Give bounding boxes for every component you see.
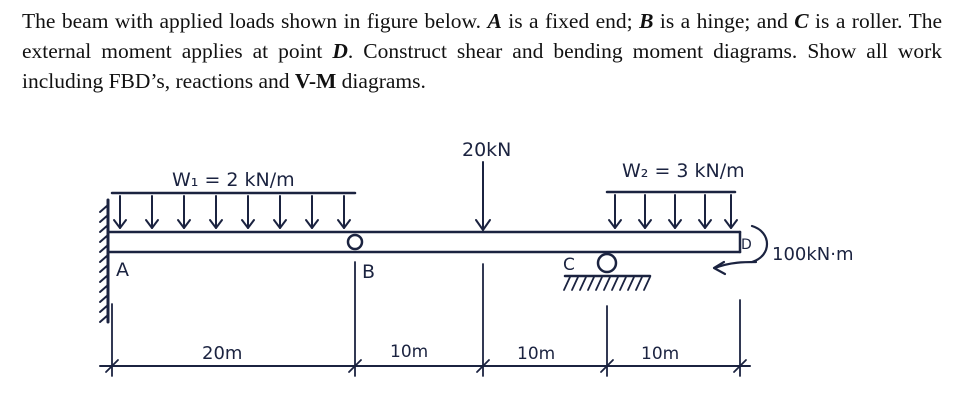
dim-b-load: 10m <box>390 342 428 362</box>
problem-text-6: diagrams. <box>336 69 426 93</box>
dim-ab: 20m <box>202 343 242 364</box>
problem-text-5: . Construct shear and bending moment dia… <box>22 39 943 93</box>
dimension-lines: 20m 10m 10m 10m <box>99 261 751 377</box>
roller-c <box>563 252 652 291</box>
distributed-load-w2: W₂ = 3 kN/m <box>605 160 745 229</box>
point-b-label: B <box>639 9 654 33</box>
problem-text-4: is a roller. The external moment applies… <box>22 9 943 63</box>
label-a: A <box>116 259 129 281</box>
problem-statement: The beam with applied loads shown in fig… <box>22 6 942 96</box>
vm-label: V-M <box>294 69 337 93</box>
moment-d: 100kN·m <box>712 224 854 276</box>
point-load-label: 20kN <box>462 139 511 161</box>
label-d: D <box>741 237 752 253</box>
dim-load-c: 10m <box>517 344 555 364</box>
label-b: B <box>362 261 375 283</box>
point-load: 20kN <box>462 139 511 231</box>
problem-text-2: is a fixed end; <box>501 9 640 33</box>
fixed-support-a <box>99 198 110 324</box>
label-c: C <box>563 255 575 275</box>
w1-label: W₁ = 2 kN/m <box>172 169 295 191</box>
beam <box>106 230 742 254</box>
dim-cd: 10m <box>641 344 679 364</box>
hinge-b <box>346 233 364 251</box>
point-d-label: D <box>332 39 348 63</box>
point-a-label: A <box>487 9 502 33</box>
problem-text-1: The beam with applied loads shown in fig… <box>22 9 488 33</box>
problem-text-3: is a hinge; and <box>653 9 795 33</box>
moment-label: 100kN·m <box>772 244 854 265</box>
w2-label: W₂ = 3 kN/m <box>622 160 745 182</box>
point-c-label: C <box>794 9 809 33</box>
distributed-load-w1: W₁ = 2 kN/m <box>110 169 357 229</box>
